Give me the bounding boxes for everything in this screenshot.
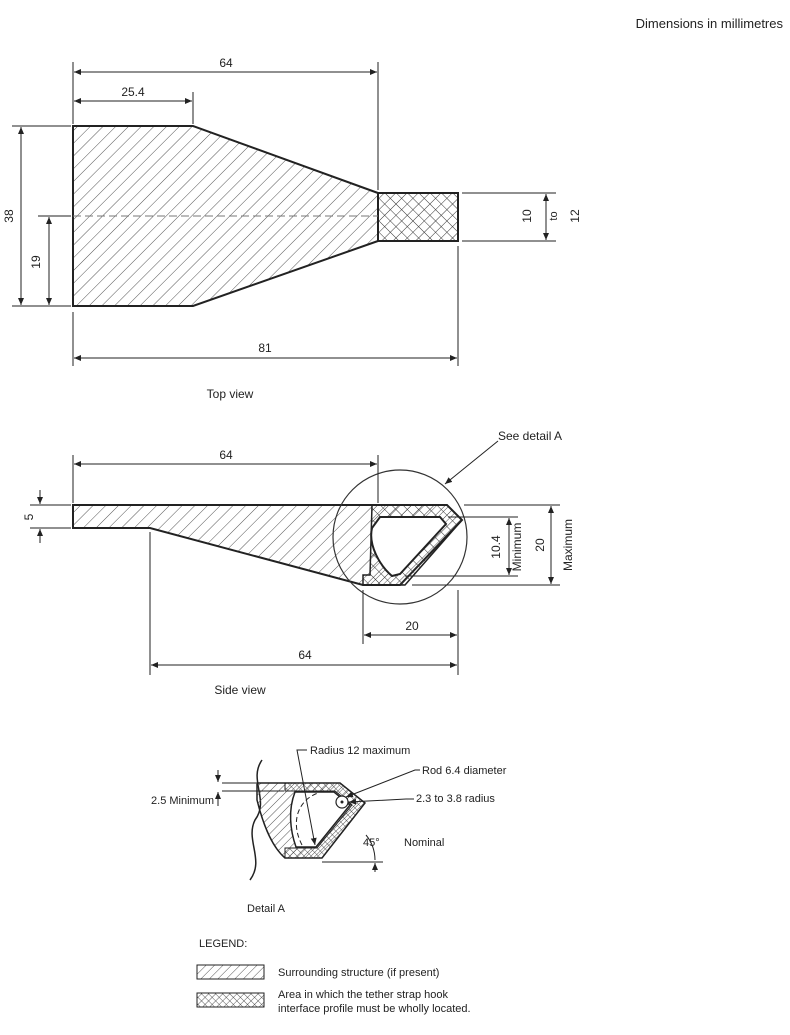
detail-a-circle <box>332 469 468 605</box>
dim-10-4: 10.4 <box>489 535 503 559</box>
detail-a-interface-band <box>284 782 366 859</box>
dim-38: 38 <box>2 209 16 223</box>
detail-a-rod-center <box>340 800 344 804</box>
radius-12-note: Radius 12 maximum <box>310 745 410 757</box>
legend-title: LEGEND: <box>199 938 247 950</box>
dim-64-side-top: 64 <box>219 448 233 462</box>
detail-a-caption: Detail A <box>247 903 286 915</box>
rod-note: Rod 6.4 diameter <box>422 765 507 777</box>
angle-value: 45° <box>363 837 380 849</box>
detail-a-opening <box>289 791 352 848</box>
legend-item-2-line-1: Area in which the tether strap hook <box>278 989 448 1001</box>
dim-10: 10 <box>520 209 534 223</box>
legend-item-1-text: Surrounding structure (if present) <box>278 967 439 979</box>
top-view-caption: Top view <box>207 387 254 401</box>
min-2-5-note: 2.5 Minimum <box>151 795 214 807</box>
see-detail-a: See detail A <box>498 429 562 443</box>
leader-radius-range <box>348 798 414 805</box>
top-view-interface-area <box>377 192 459 242</box>
detail-callout-arrow <box>444 440 499 485</box>
leader-radius-12 <box>296 749 317 846</box>
dim-81: 81 <box>258 341 272 355</box>
dim-12: 12 <box>568 209 582 223</box>
detail-a-radius-arc <box>295 792 319 846</box>
dim-19: 19 <box>29 255 43 269</box>
radius-range-note: 2.3 to 3.8 radius <box>416 793 495 805</box>
legend-swatch-crosshatch <box>196 992 265 1008</box>
dim-64-side-bottom: 64 <box>298 648 312 662</box>
side-view: See detail A 64 5 10.4 Minimum 20 Maximu… <box>22 429 575 697</box>
dim-to: to <box>548 211 560 220</box>
dim-5: 5 <box>22 513 36 520</box>
dim-64-top: 64 <box>219 56 233 70</box>
legend-item-2-line-2: interface profile must be wholly located… <box>278 1003 471 1015</box>
dim-25-4: 25.4 <box>121 85 145 99</box>
angle-label: Nominal <box>404 837 444 849</box>
side-view-hook-opening <box>370 516 448 578</box>
legend: LEGEND: Surrounding structure (if presen… <box>196 938 471 1015</box>
detail-a-break-line <box>249 759 263 881</box>
dim-maximum-label: Maximum <box>561 519 575 571</box>
side-view-caption: Side view <box>214 683 266 697</box>
legend-swatch-hatch <box>196 964 265 980</box>
dim-20-max: 20 <box>533 538 547 552</box>
dim-minimum-label: Minimum <box>510 523 524 572</box>
top-view: 64 25.4 38 19 10 to 12 81 Top view <box>2 56 582 401</box>
detail-a: Radius 12 maximum Rod 6.4 diameter 2.3 t… <box>151 745 507 915</box>
units-note: Dimensions in millimetres <box>636 16 784 31</box>
dim-20-hook: 20 <box>405 619 419 633</box>
leader-rod <box>345 769 420 798</box>
angle-arc <box>365 834 376 861</box>
